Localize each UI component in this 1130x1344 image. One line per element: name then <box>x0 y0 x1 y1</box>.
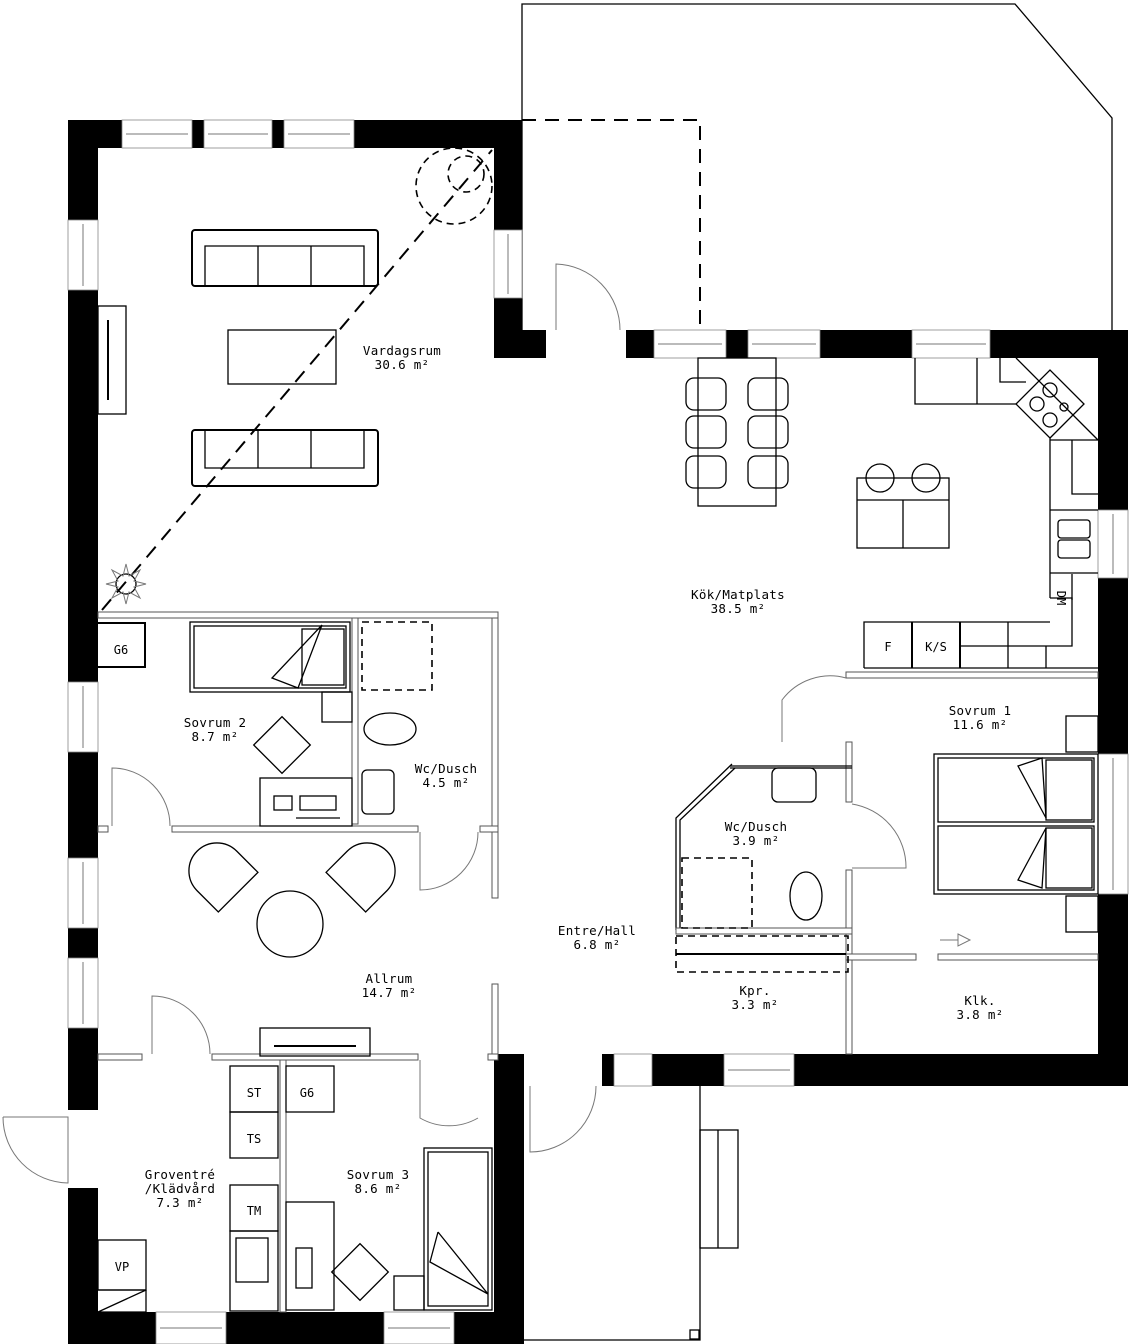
tag-ts: TS <box>246 1132 262 1146</box>
terrace-outline <box>521 3 1113 330</box>
room-name: Wc/Dusch <box>414 761 478 776</box>
entry-porch <box>524 1086 739 1341</box>
tag-g6-bedroom2: G6 <box>113 643 129 657</box>
room-label-entre: Entre/Hall 6.8 m² <box>558 924 636 952</box>
room-label-wc1: Wc/Dusch 4.5 m² <box>415 762 478 790</box>
room-name-2: /Klädvård <box>144 1181 216 1196</box>
living-room-furniture <box>97 147 493 611</box>
utility-bedroom3-furniture <box>97 1065 493 1313</box>
tag-g6-bedroom3: G6 <box>299 1086 315 1100</box>
room-name: Allrum <box>365 971 413 986</box>
tag-vp: VP <box>114 1260 130 1274</box>
tag-st: ST <box>246 1086 262 1100</box>
room-area: 30.6 m² <box>374 357 430 372</box>
tag-fridge-freezer: K/S <box>925 640 947 654</box>
bedroom1-furniture <box>675 715 1099 973</box>
room-label-sovrum1: Sovrum 1 11.6 m² <box>949 704 1012 732</box>
windows <box>67 119 1129 1344</box>
room-area: 3.3 m² <box>731 997 779 1012</box>
room-name: Sovrum 3 <box>346 1167 410 1182</box>
room-label-sovrum3: Sovrum 3 8.6 m² <box>347 1168 410 1196</box>
room-label-kpr: Kpr. 3.3 m² <box>732 984 779 1012</box>
bedroom2-furniture <box>189 621 433 827</box>
room-area: 14.7 m² <box>361 985 417 1000</box>
room-area: 3.8 m² <box>956 1007 1004 1022</box>
room-name: Wc/Dusch <box>724 819 788 834</box>
room-label-groventre: Groventré /Klädvård 7.3 m² <box>145 1168 215 1210</box>
room-name: Klk. <box>964 993 996 1008</box>
room-label-klk: Klk. 3.8 m² <box>957 994 1004 1022</box>
tag-fridge: F <box>884 640 892 654</box>
room-label-wc2: Wc/Dusch 3.9 m² <box>725 820 788 848</box>
tag-tm: TM <box>246 1204 262 1218</box>
room-name: Sovrum 2 <box>183 715 247 730</box>
room-label-sovrum2: Sovrum 2 8.7 m² <box>184 716 247 744</box>
exterior-walls <box>68 120 1128 1344</box>
room-area: 7.3 m² <box>156 1195 204 1210</box>
room-area: 8.7 m² <box>191 729 239 744</box>
room-label-allrum: Allrum 14.7 m² <box>362 972 417 1000</box>
plant-icon <box>105 563 147 605</box>
doors <box>2 263 907 1184</box>
room-area: 11.6 m² <box>952 717 1008 732</box>
room-area: 3.9 m² <box>732 833 780 848</box>
room-name: Entre/Hall <box>557 923 637 938</box>
room-name: Groventré <box>144 1167 216 1182</box>
family-room-furniture <box>188 842 396 1057</box>
room-area: 6.8 m² <box>573 937 621 952</box>
room-label-vardagsrum: Vardagsrum 30.6 m² <box>363 344 441 372</box>
g6-cabinet-bedroom2 <box>98 622 146 668</box>
room-area: 8.6 m² <box>354 1181 402 1196</box>
room-name: Sovrum 1 <box>948 703 1012 718</box>
room-name: Kök/Matplats <box>691 587 785 602</box>
room-area: 38.5 m² <box>710 601 766 616</box>
tag-dishwasher: DM <box>1054 590 1068 606</box>
room-area: 4.5 m² <box>422 775 470 790</box>
room-name: Vardagsrum <box>362 343 442 358</box>
room-label-kok: Kök/Matplats 38.5 m² <box>691 588 785 616</box>
kitchen-furniture <box>685 357 1099 669</box>
room-name: Kpr. <box>739 983 771 998</box>
